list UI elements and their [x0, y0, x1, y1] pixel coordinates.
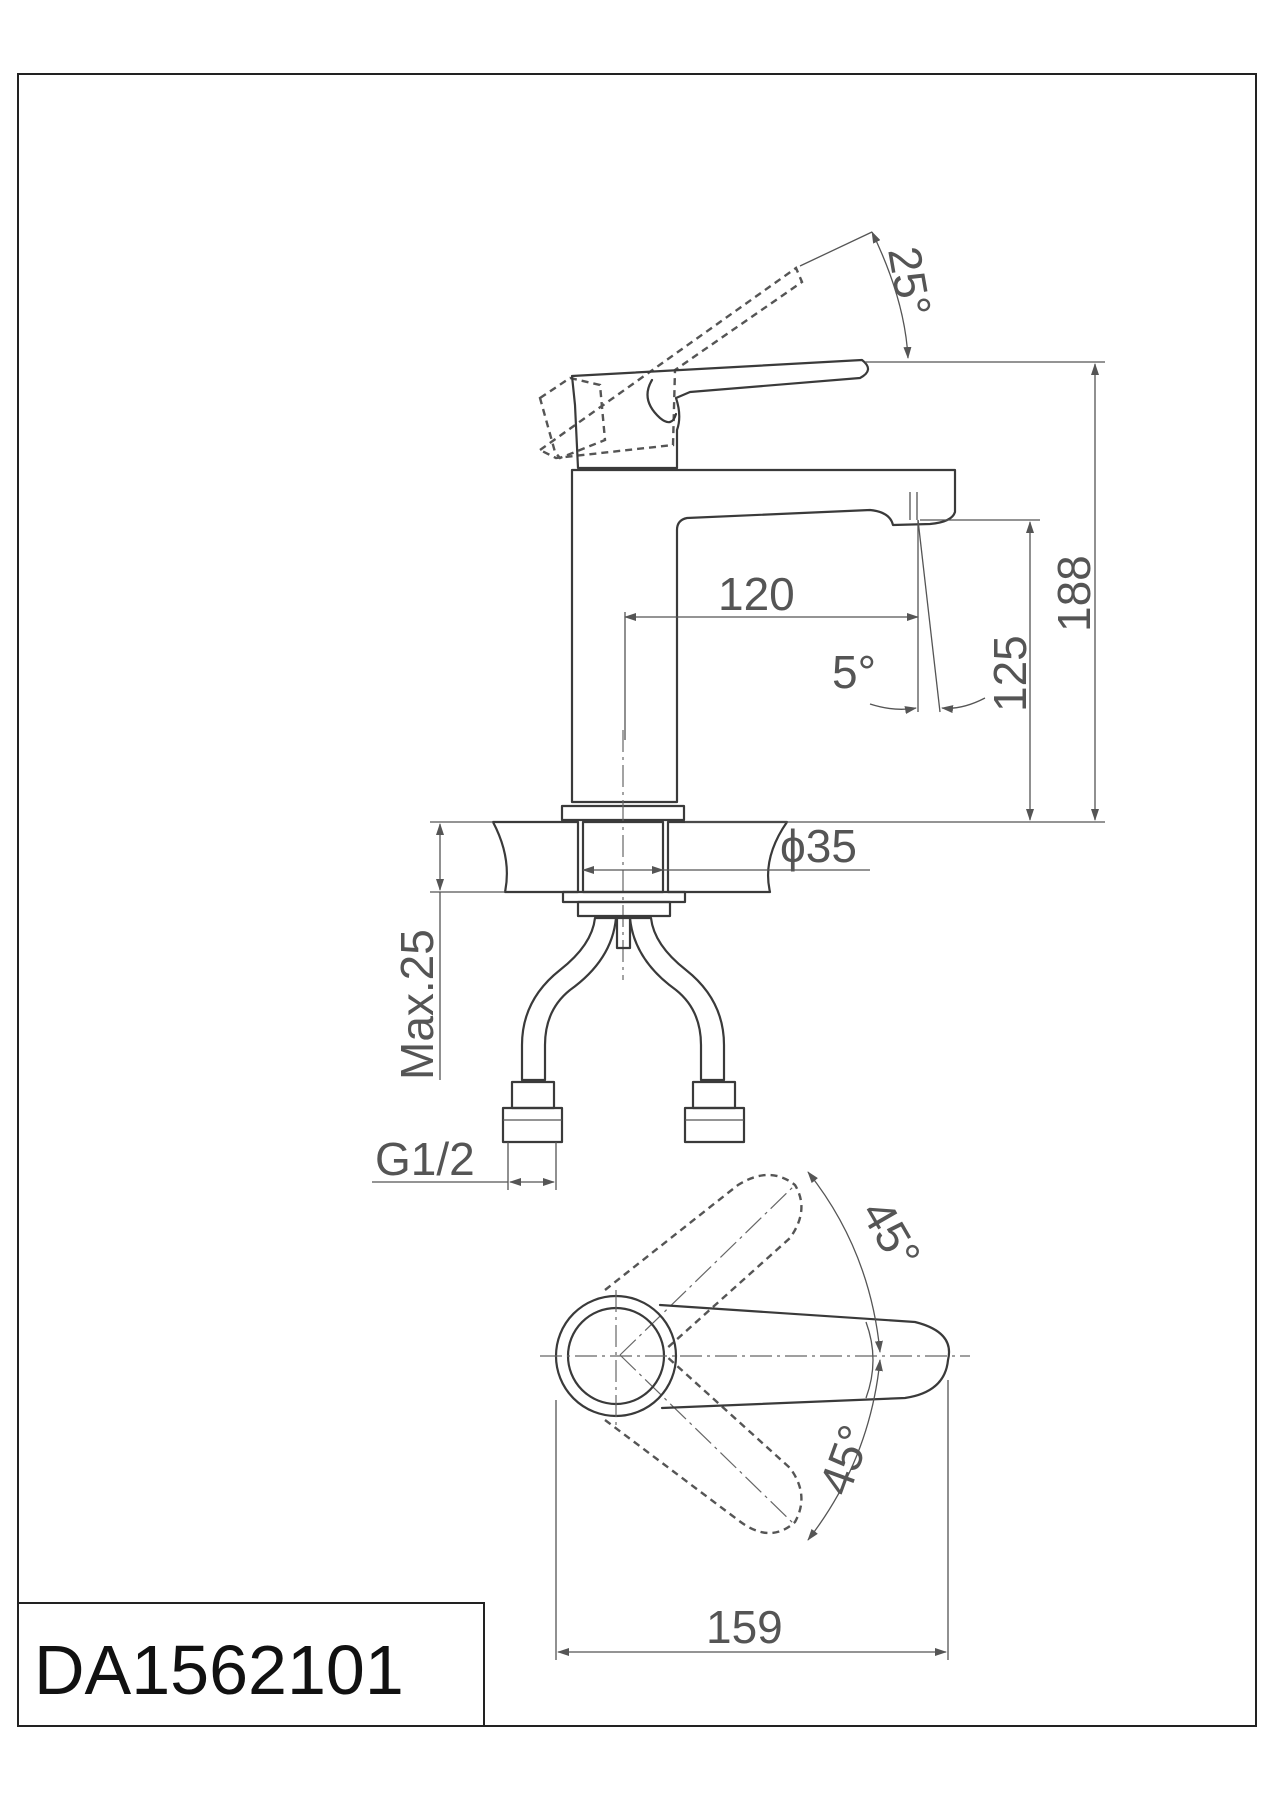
- dim-rotation-front-arc: [807, 1359, 883, 1541]
- title-block: [17, 1602, 485, 1727]
- deck-section-left: [491, 820, 580, 894]
- dim-spout-angle-label: 5°: [832, 646, 876, 698]
- dim-rotation-back-label: 45°: [851, 1191, 931, 1277]
- dim-thread-label: G1/2: [375, 1133, 475, 1185]
- dim-spout-reach-label: 120: [718, 568, 795, 620]
- faucet-body: [570, 468, 957, 804]
- faucet-side-view: 25° 188 125 120 5° ϕ35 Max.25: [372, 231, 1105, 1190]
- handle-tilted-outline: [537, 266, 804, 460]
- hose-nut-left: [501, 1106, 564, 1144]
- dim-rotation-front-label: 45°: [809, 1418, 882, 1501]
- dim-handle-tilt-arc: [871, 231, 912, 359]
- dim-overall-length-label: 159: [706, 1601, 783, 1653]
- handle-lever: [570, 358, 870, 470]
- dim-hole-diameter-label: ϕ35: [780, 820, 857, 872]
- handle-rotated-front-outline: [604, 1354, 803, 1535]
- dim-total-height-label: 188: [1048, 555, 1100, 632]
- hose-right: [628, 916, 726, 1082]
- dim-rotation-back-arc: [807, 1171, 883, 1353]
- deck-section-right: [666, 820, 789, 894]
- dim-spout-height-label: 125: [984, 635, 1036, 712]
- drawing-frame: [17, 73, 1257, 1727]
- handle-rotated-back-outline: [604, 1173, 803, 1351]
- dim-handle-tilt-label: 25°: [878, 243, 941, 321]
- handle-top-outline: [658, 1303, 951, 1410]
- faucet-top-view: 45° 45° 159: [540, 1171, 970, 1660]
- hose-nut-right: [683, 1106, 746, 1144]
- hose-left: [520, 916, 618, 1082]
- dim-deck-thickness-label: Max.25: [391, 929, 443, 1080]
- model-code: DA1562101: [34, 1631, 404, 1709]
- handle-tilted-head: [538, 376, 607, 460]
- handle-lever-curve: [646, 378, 678, 424]
